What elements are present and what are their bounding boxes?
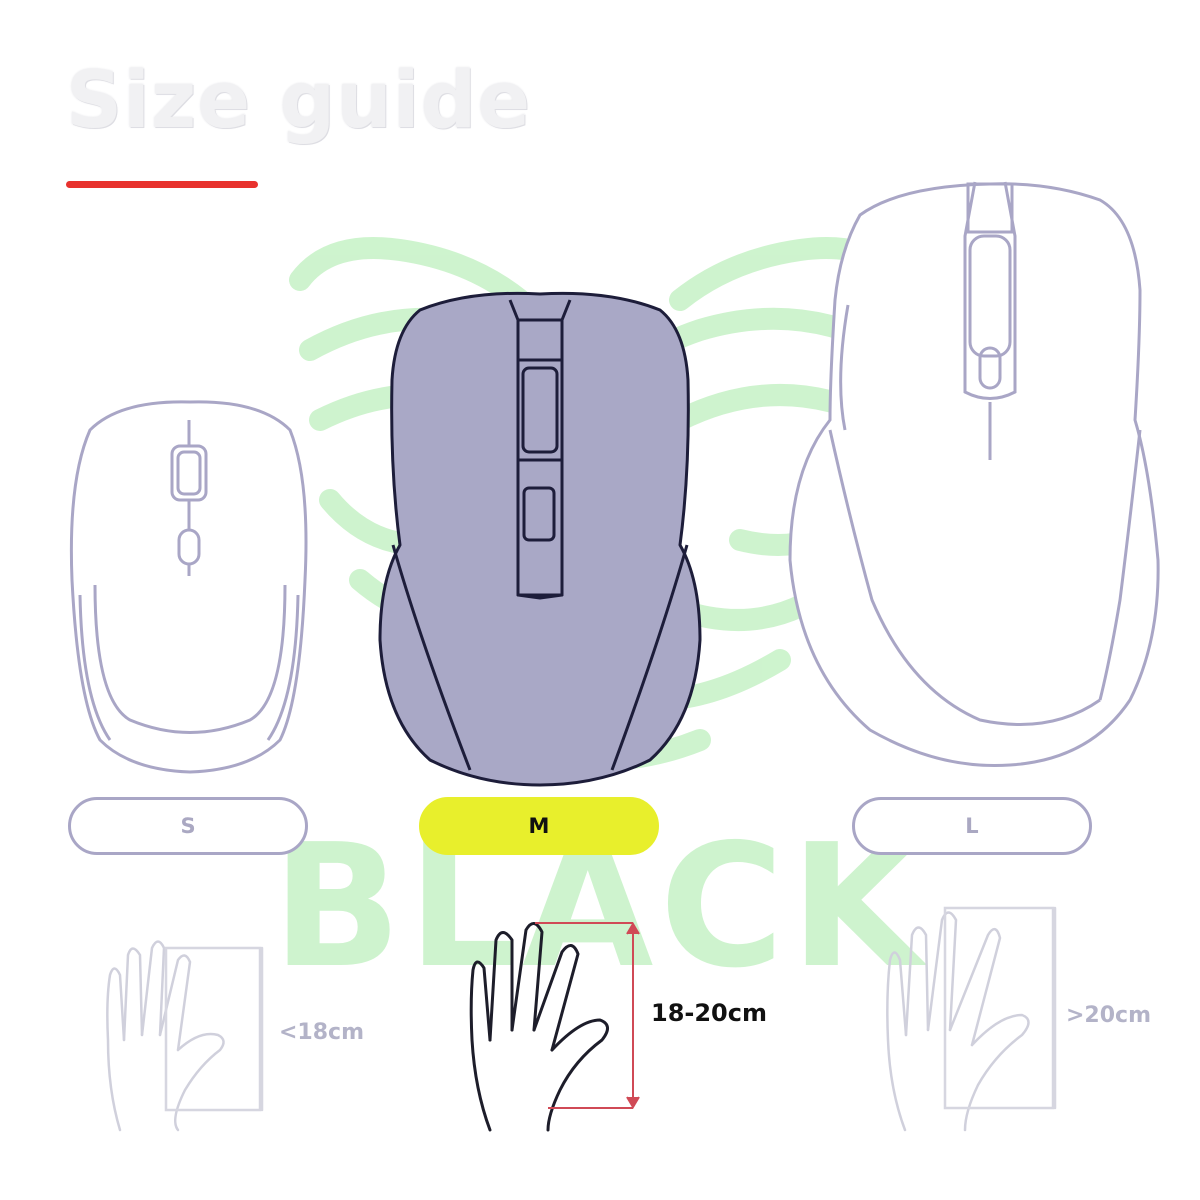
hand-length-small: <18cm [279, 1020, 365, 1045]
medium-mouse-icon [378, 291, 702, 787]
title-underline [66, 181, 258, 188]
size-button-l[interactable]: L [852, 797, 1092, 855]
medium-hand-measure [535, 922, 640, 1109]
small-mouse-icon [69, 400, 308, 774]
size-button-l-label: L [965, 814, 979, 838]
small-hand-icon [106, 940, 264, 1132]
size-button-s-label: S [180, 814, 196, 838]
large-hand-icon [886, 906, 1057, 1132]
hand-length-medium: 18-20cm [651, 999, 767, 1027]
page-title: Size guide [66, 56, 532, 146]
medium-hand-icon [469, 922, 609, 1132]
large-mouse-icon [788, 181, 1160, 768]
hand-length-large: >20cm [1066, 1003, 1152, 1028]
size-button-m[interactable]: M [419, 797, 659, 855]
size-button-m-label: M [528, 814, 550, 838]
size-button-s[interactable]: S [68, 797, 308, 855]
